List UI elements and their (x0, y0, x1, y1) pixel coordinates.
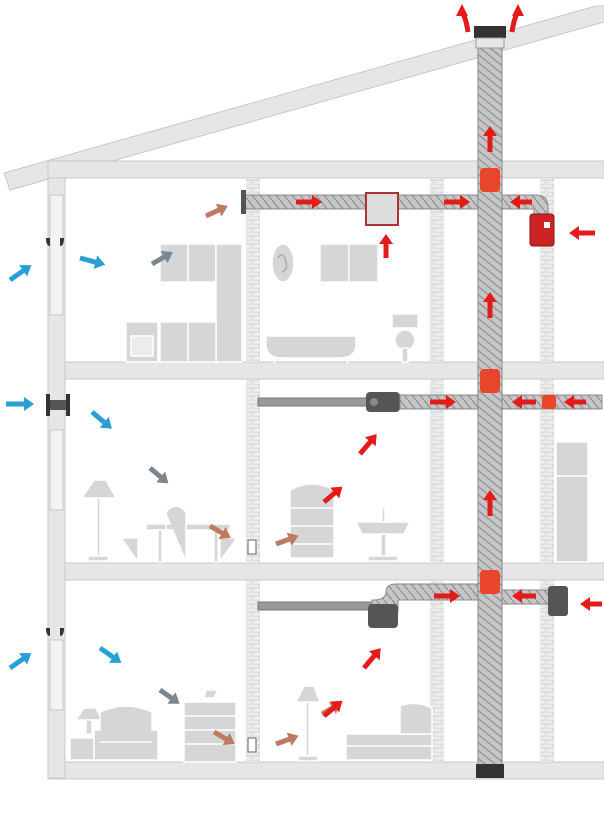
fresh-air-arrow (8, 265, 32, 283)
airflow-arrows (6, 4, 602, 747)
room-air-arrow (150, 250, 173, 267)
exhaust-air-arrow (483, 292, 497, 318)
branch-duct-floor-1-left (257, 601, 373, 611)
bathroom-cabinet-icon (319, 243, 379, 283)
room-air-arrow (208, 523, 231, 540)
refrigerator-icon (555, 441, 589, 563)
room-air-arrow (158, 687, 180, 704)
exhaust-air-arrow (430, 395, 456, 409)
main-exhaust-riser (477, 47, 503, 769)
range-hood-duct (501, 194, 549, 217)
duct-coupling-red (542, 395, 556, 409)
exhaust-air-arrow (569, 226, 595, 240)
interior-wall-a-mid (246, 379, 260, 563)
ductwork (241, 26, 603, 778)
exhaust-air-arrow (322, 700, 343, 718)
riser-base-cap (476, 764, 504, 778)
interior-wall-a-low (246, 580, 260, 762)
window-floor-2 (49, 429, 64, 511)
exhaust-air-arrow (512, 395, 536, 409)
exhaust-air-arrow (322, 486, 343, 504)
exhaust-air-arrow (510, 195, 532, 209)
exhaust-air-arrow (483, 490, 497, 516)
through-wall-vent-floor-2-icon (46, 394, 70, 416)
interior-wall-b-mid (430, 379, 444, 563)
inlets (46, 238, 257, 753)
furniture (69, 243, 589, 763)
door-transfer-grille-icon (247, 539, 257, 555)
kitchen-cabinets-icon (159, 243, 243, 363)
interior-wall-b-low (430, 580, 444, 762)
door-transfer-grille-floor-1-icon (247, 737, 257, 753)
room-air-arrow (275, 532, 299, 547)
standing-lamp-icon (294, 685, 322, 762)
bathtub-icon (265, 335, 357, 365)
room-air-arrow (275, 732, 299, 747)
window-floor-1 (49, 639, 64, 711)
interior-wall-c-mid (540, 379, 554, 563)
building-structure (3, 5, 604, 780)
candelabra-icon (371, 496, 397, 523)
exhaust-air-arrow (483, 126, 497, 152)
fresh-air-arrow (8, 653, 32, 671)
duct-tee-fitting-floor-2 (480, 369, 500, 393)
floor-slab-1 (47, 761, 604, 780)
oven-icon (125, 321, 159, 363)
attic-floor-slab (47, 160, 604, 179)
wall-fan-floor-1-icon (548, 586, 568, 616)
window-air-inlet-icon (46, 238, 64, 246)
floor-lamp-icon (80, 479, 118, 562)
side-table-icon (354, 521, 412, 562)
exhaust-air-arrow (444, 195, 470, 209)
exhaust-air-arrow (434, 589, 460, 603)
duct-tee-fitting-icon (480, 168, 500, 192)
exhaust-air-arrow (564, 395, 586, 409)
floor-slab-2 (47, 562, 604, 581)
roof-exhaust-cap-icon (474, 26, 506, 49)
sofa-icon (345, 702, 433, 761)
exhaust-air-arrow (379, 234, 393, 258)
room-air-arrow (204, 203, 228, 219)
roof-exhaust-arrow (509, 4, 524, 33)
window-air-inlet-floor-1-icon (46, 628, 64, 636)
fresh-air-arrow (90, 410, 112, 429)
floor-slab-3 (47, 361, 604, 380)
interior-wall-a-top (246, 178, 260, 362)
mirror-icon (271, 243, 295, 283)
dresser-icon (183, 675, 237, 763)
range-hood-fan-icon (529, 213, 555, 247)
through-wall-vent-icon (241, 190, 246, 214)
room-air-arrow (212, 729, 235, 746)
fresh-air-arrow (79, 255, 106, 269)
interior-wall-c-low (540, 580, 554, 762)
armchair-icon (93, 705, 159, 761)
ceiling-exhaust-fan-icon (365, 192, 399, 226)
bookcase-icon (289, 483, 335, 559)
duct-fan-icon (366, 392, 400, 412)
duct-fan-floor-1-icon (368, 604, 398, 628)
branch-duct-floor-3 (243, 194, 479, 210)
fresh-air-arrow (98, 645, 122, 663)
exhaust-air-arrow (512, 589, 536, 603)
fresh-air-arrow (6, 397, 34, 411)
roof-exhaust-arrow (456, 4, 471, 33)
interior-wall-b-top (430, 178, 444, 362)
branch-duct-floor-2-left (257, 397, 373, 407)
exhaust-air-arrow (358, 434, 377, 456)
table-lamp-icon (69, 707, 104, 761)
window-floor-3 (49, 194, 64, 316)
exhaust-air-arrow (362, 648, 381, 670)
duct-tee-fitting-floor-1 (480, 570, 500, 594)
sink-icon (391, 313, 419, 363)
exhaust-air-arrow (580, 597, 602, 611)
exhaust-air-arrow (296, 195, 322, 209)
room-air-arrow (148, 466, 169, 484)
